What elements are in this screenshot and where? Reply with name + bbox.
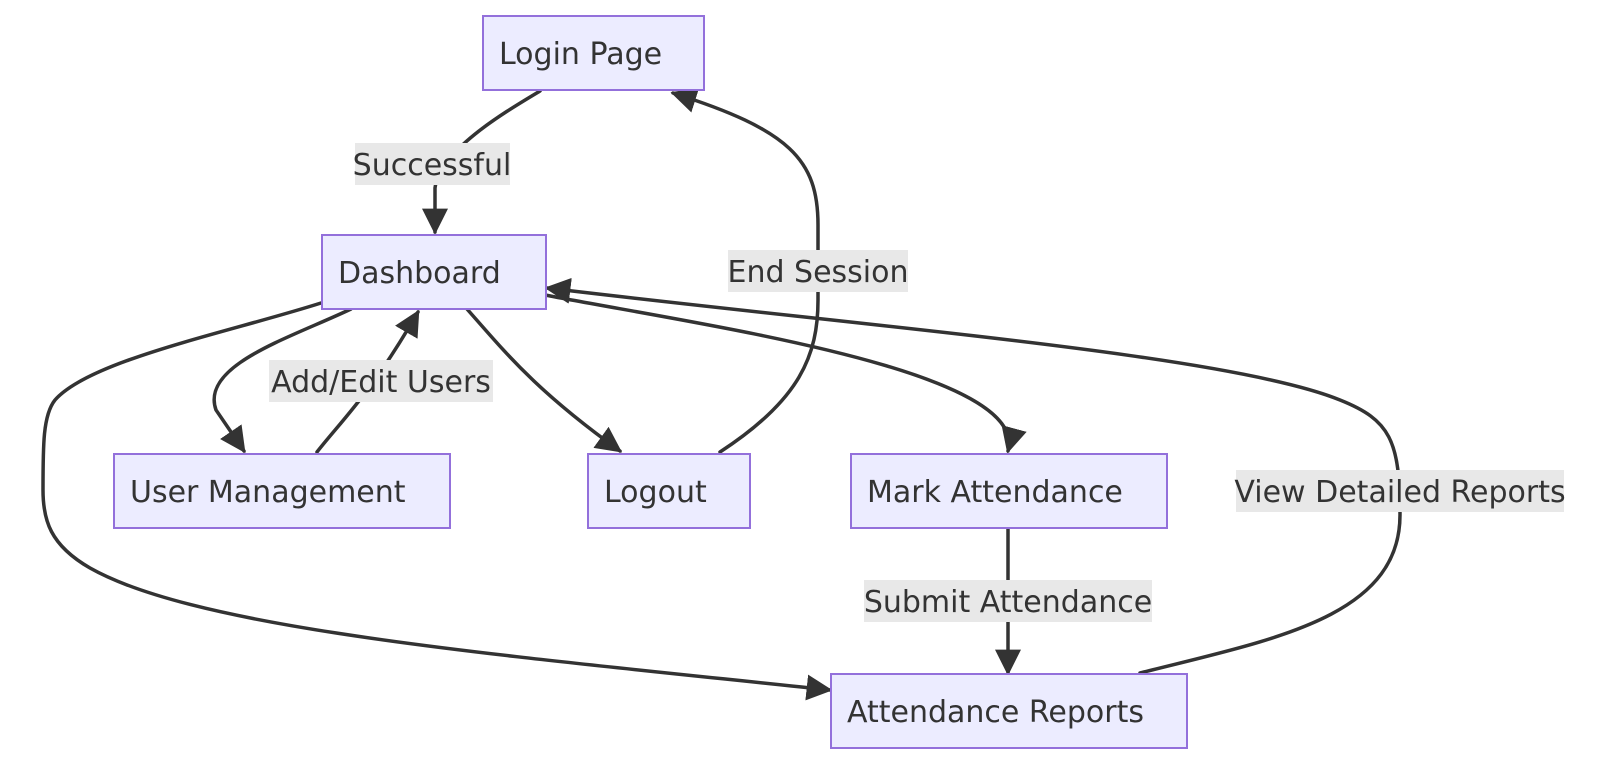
edge-logout-to-login <box>670 87 820 454</box>
node-label: Dashboard <box>338 256 501 291</box>
edges <box>41 87 1402 701</box>
node-attendance-reports[interactable]: Attendance Reports <box>830 673 1188 749</box>
edge-label-text: End Session <box>727 255 908 290</box>
edge-label-text: View Detailed Reports <box>1234 475 1565 510</box>
node-label: Logout <box>604 475 707 510</box>
nodes: Login Page Dashboard User Management Log… <box>113 15 1188 749</box>
edge-label-text: Submit Attendance <box>864 585 1152 620</box>
edge-label-add-edit-users: Add/Edit Users <box>269 360 493 402</box>
edge-label-view-detailed-reports: View Detailed Reports <box>1234 470 1566 512</box>
node-dashboard[interactable]: Dashboard <box>321 234 547 310</box>
edge-label-text: Successful <box>353 148 512 183</box>
node-label: User Management <box>130 475 406 510</box>
node-label: Mark Attendance <box>867 475 1123 510</box>
node-logout[interactable]: Logout <box>587 453 751 529</box>
node-label: Login Page <box>499 37 662 72</box>
edge-labels: Successful Add/Edit Users End Session Su… <box>269 143 1566 622</box>
edge-dashboard-to-logout <box>465 307 623 453</box>
edge-dashboard-to-user-management <box>212 307 353 454</box>
edge-label-end-session: End Session <box>727 250 909 292</box>
node-label: Attendance Reports <box>847 695 1144 730</box>
edge-label-successful: Successful <box>353 143 512 185</box>
edge-label-submit-attendance: Submit Attendance <box>864 580 1152 622</box>
node-mark-attendance[interactable]: Mark Attendance <box>850 453 1168 529</box>
edge-dashboard-to-attendance-reports <box>41 301 833 701</box>
edge-label-text: Add/Edit Users <box>271 365 491 400</box>
node-login-page[interactable]: Login Page <box>482 15 705 91</box>
edge-dashboard-to-mark-attendance <box>543 293 1027 454</box>
node-user-management[interactable]: User Management <box>113 453 451 529</box>
edge-attendance-reports-to-dashboard <box>544 277 1402 675</box>
